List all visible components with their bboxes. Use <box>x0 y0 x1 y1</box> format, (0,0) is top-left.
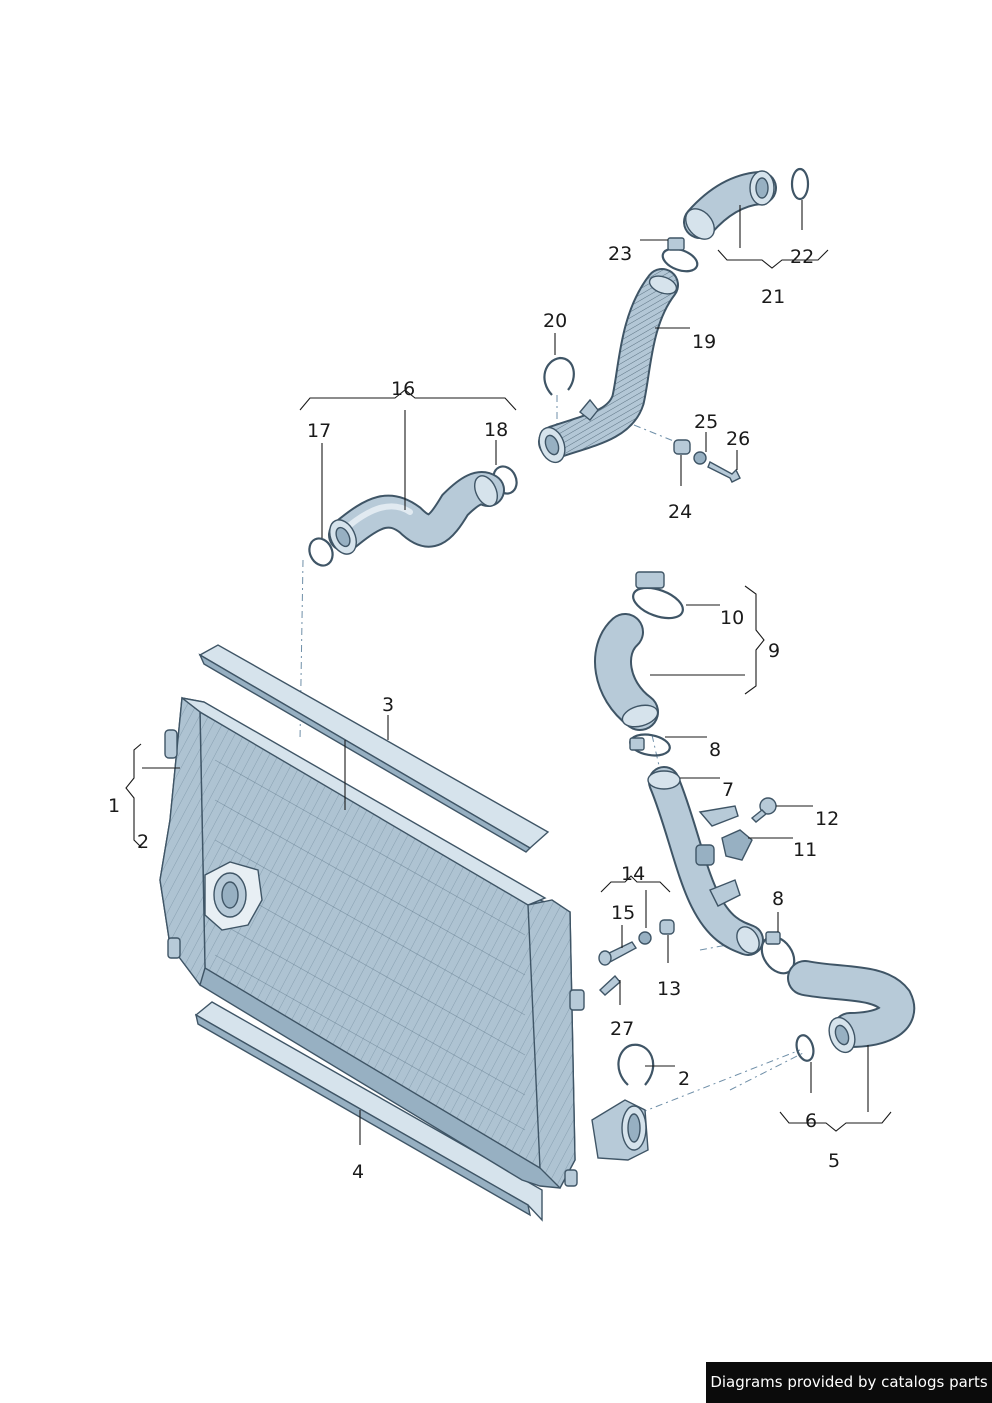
upper-air-guide <box>198 644 550 853</box>
circlip-lower <box>617 1043 655 1086</box>
label-7: 7 <box>722 779 734 801</box>
label-17: 17 <box>307 420 331 442</box>
hose-clamp-8-lower <box>760 931 796 975</box>
label-8-upper: 8 <box>709 739 721 761</box>
o-ring-17 <box>308 537 334 567</box>
label-3: 3 <box>382 694 394 716</box>
o-ring-22 <box>790 167 810 201</box>
label-2-lower: 2 <box>678 1068 690 1090</box>
fasteners-24-26 <box>673 439 741 483</box>
label-20: 20 <box>543 310 567 332</box>
label-5: 5 <box>828 1150 840 1172</box>
hose-clamp-8-upper <box>629 733 671 757</box>
label-18: 18 <box>484 419 508 441</box>
label-25: 25 <box>694 411 718 433</box>
label-10: 10 <box>720 607 744 629</box>
charge-hose-21 <box>683 170 777 240</box>
charge-hose-5 <box>787 960 916 1054</box>
label-24: 24 <box>668 501 692 523</box>
label-16: 16 <box>391 378 415 400</box>
hose-clamp-23 <box>661 237 699 273</box>
lower-air-guide <box>194 1001 543 1222</box>
label-4: 4 <box>352 1161 364 1183</box>
pressure-sensor-11 <box>721 829 753 861</box>
group-braces <box>125 249 892 1132</box>
label-21: 21 <box>761 286 785 308</box>
label-23: 23 <box>608 243 632 265</box>
label-14: 14 <box>621 863 645 885</box>
label-13: 13 <box>657 978 681 1000</box>
label-9: 9 <box>768 640 780 662</box>
hose-clamp-10 <box>632 571 684 620</box>
credit-banner: Diagrams provided by catalogs parts <box>706 1362 992 1403</box>
label-11: 11 <box>793 839 817 861</box>
label-12: 12 <box>815 808 839 830</box>
charge-pipe-19 <box>538 268 679 464</box>
charge-hose-9 <box>594 613 659 731</box>
leader-lines <box>142 200 869 1145</box>
screw-12 <box>750 797 777 823</box>
callout-labels: 1 2 3 4 2 6 5 7 8 8 9 10 11 12 13 14 15 … <box>108 243 840 1183</box>
label-2-upper: 2 <box>137 831 149 853</box>
label-6: 6 <box>805 1110 817 1132</box>
label-27: 27 <box>610 1018 634 1040</box>
label-26: 26 <box>726 428 750 450</box>
label-19: 19 <box>692 331 716 353</box>
label-1: 1 <box>108 795 120 817</box>
charge-hose-16 <box>328 471 505 555</box>
o-ring-6 <box>795 1034 815 1062</box>
circlip-20 <box>543 356 575 396</box>
label-8-lower: 8 <box>772 888 784 910</box>
label-15: 15 <box>611 902 635 924</box>
intercooler <box>159 696 649 1190</box>
label-22: 22 <box>790 246 814 268</box>
charge-pipe-7 <box>647 766 764 956</box>
